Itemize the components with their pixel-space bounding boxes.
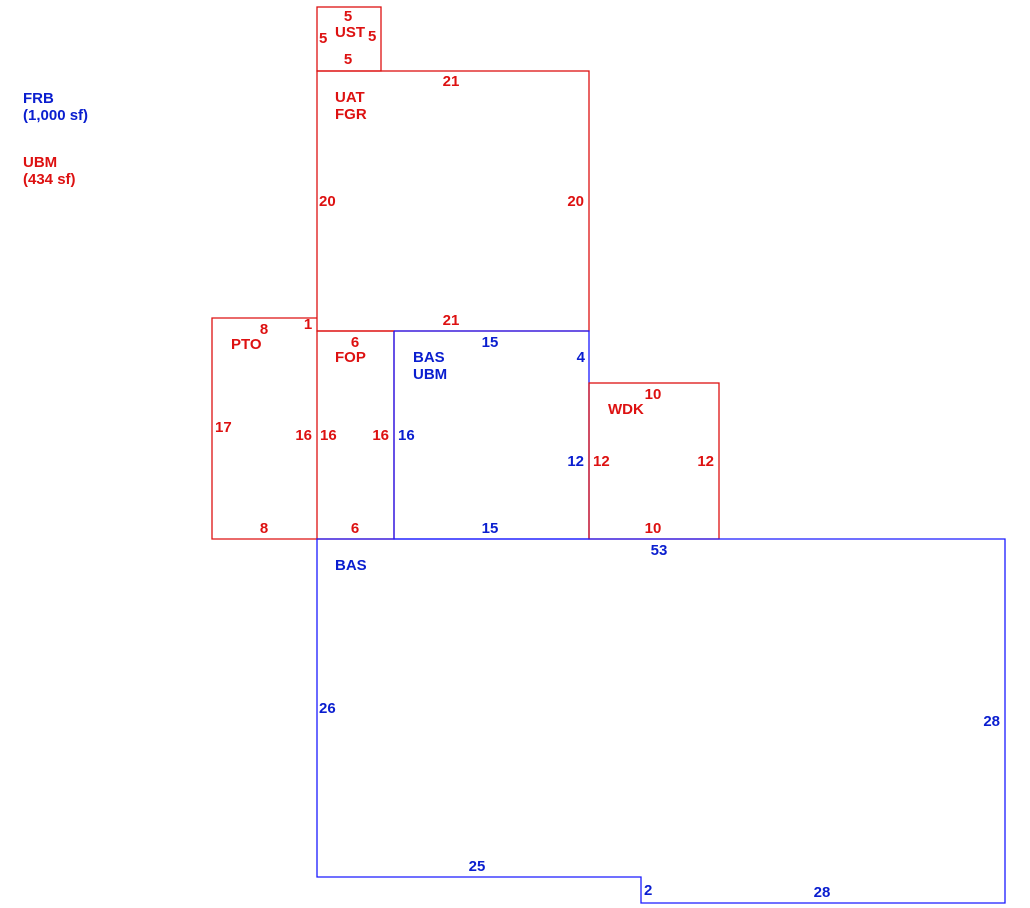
bas-main-dim-step: 2	[644, 882, 652, 899]
wdk-dim-bottom: 10	[645, 520, 662, 537]
uat-dim-right: 20	[567, 193, 584, 210]
bas-main-label: BAS	[335, 557, 367, 574]
fop-dim-left: 16	[320, 427, 337, 444]
pto-dim-top: 8	[260, 321, 268, 338]
legend-frb-area: (1,000 sf)	[23, 107, 88, 124]
uat-dim-bottom: 21	[443, 312, 460, 329]
ust-dim-left: 5	[319, 30, 327, 47]
bas-main-dim-right: 28	[983, 713, 1000, 730]
bas-main-dim-bottom-right: 28	[814, 884, 831, 901]
wdk-label: WDK	[608, 401, 644, 418]
bas-main-outline	[316, 538, 1006, 904]
fop-dim-bottom: 6	[351, 520, 359, 537]
fop-dim-top: 6	[351, 334, 359, 351]
pto-dim-bottom: 8	[260, 520, 268, 537]
bas-main-dim-bottom-left: 25	[469, 858, 486, 875]
ust-dim-top: 5	[344, 8, 352, 25]
pto-dim-left: 17	[215, 419, 232, 436]
ust-dim-right: 5	[368, 28, 376, 45]
bas-ubm-dim-left: 16	[398, 427, 415, 444]
wdk-dim-right: 12	[697, 453, 714, 470]
pto-dim-right: 16	[295, 427, 312, 444]
uat-dim-top: 21	[443, 73, 460, 90]
legend-ubm-code: UBM	[23, 154, 57, 171]
fop-dim-right: 16	[372, 427, 389, 444]
legend-ubm-area: (434 sf)	[23, 171, 76, 188]
pto-dim-jog: 1	[304, 316, 312, 333]
bas-ubm-dim-bottom: 15	[482, 520, 499, 537]
legend-frb-code: FRB	[23, 90, 54, 107]
fgr-label: FGR	[335, 106, 367, 123]
fop-label: FOP	[335, 349, 366, 366]
wdk-dim-left: 12	[593, 453, 610, 470]
pto-outline	[211, 317, 317, 540]
bas-main-dim-left: 26	[319, 700, 336, 717]
bas-ubm-label-ubm: UBM	[413, 366, 447, 383]
ust-label: UST	[335, 24, 365, 41]
wdk-dim-top: 10	[645, 386, 662, 403]
bas-main-dim-top: 53	[651, 542, 668, 559]
ust-dim-bottom: 5	[344, 51, 352, 68]
bas-ubm-dim-right-upper: 4	[577, 349, 586, 366]
pto-label: PTO	[231, 336, 262, 353]
bas-ubm-dim-right-lower: 12	[567, 453, 584, 470]
bas-ubm-dim-top: 15	[482, 334, 499, 351]
uat-dim-left: 20	[319, 193, 336, 210]
uat-label: UAT	[335, 89, 365, 106]
bas-ubm-label-bas: BAS	[413, 349, 445, 366]
